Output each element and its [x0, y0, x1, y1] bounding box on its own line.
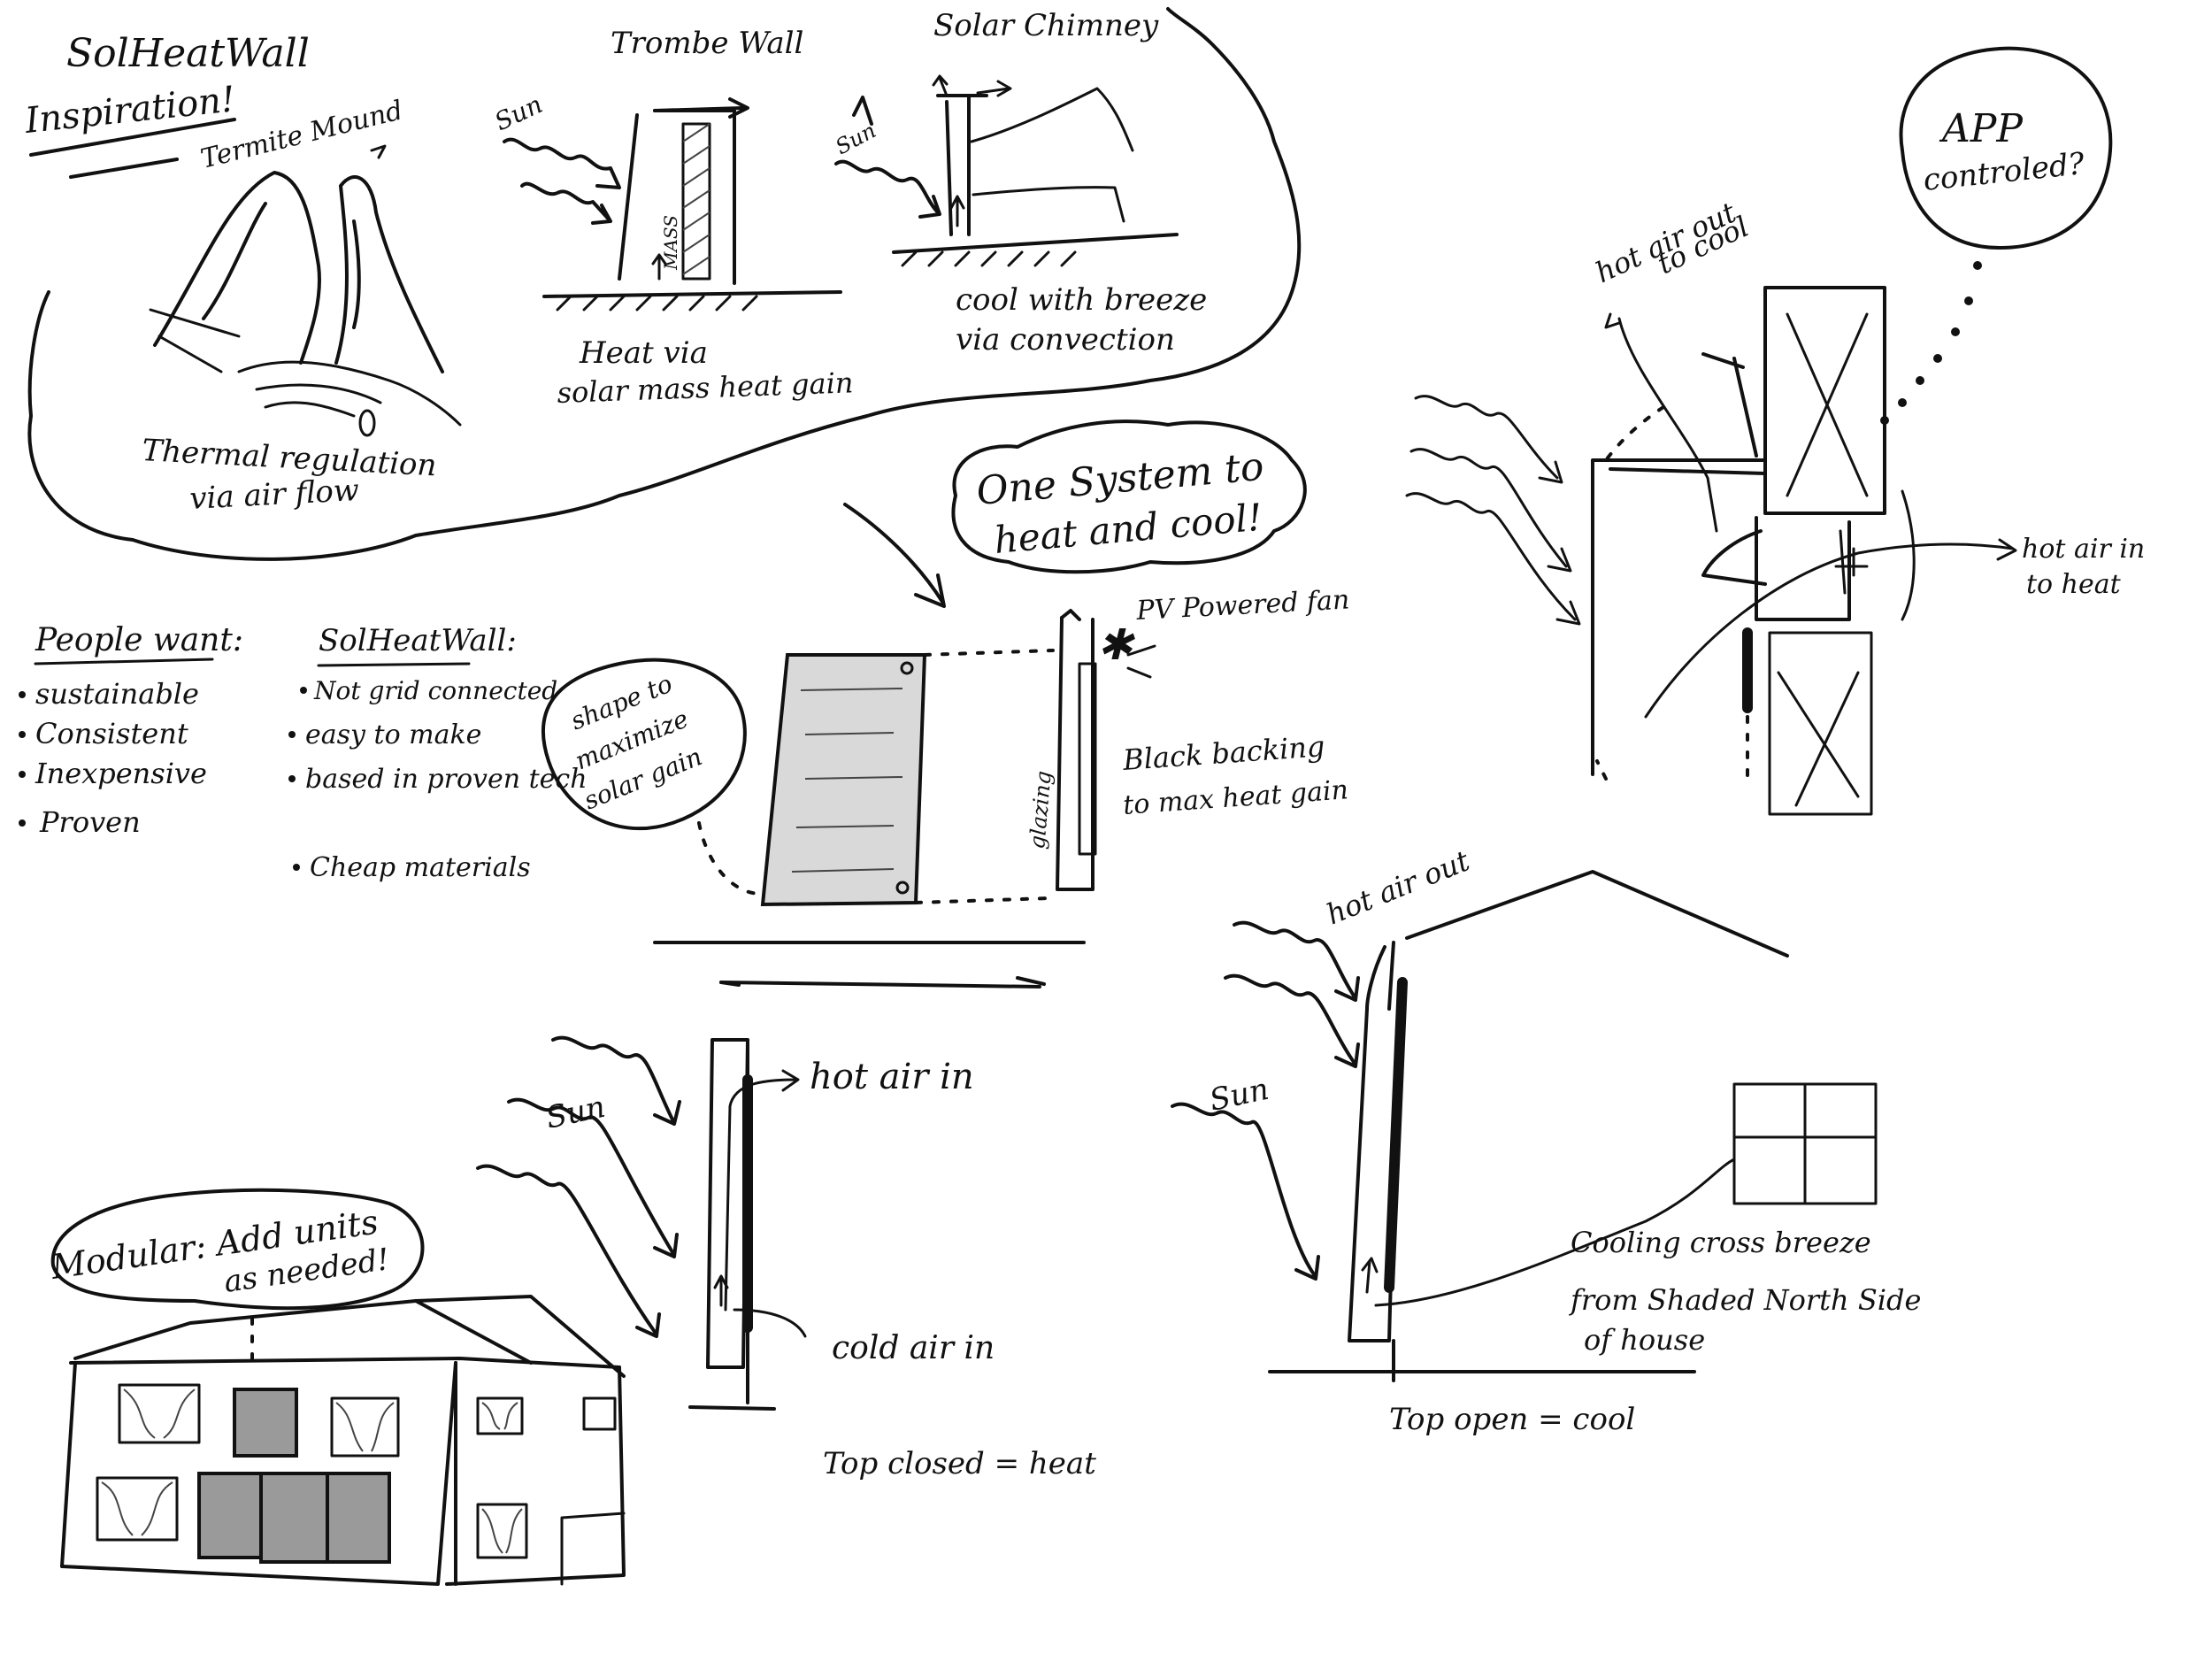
solar-chimney-title: Solar Chimney	[933, 8, 1159, 43]
inspiration-underline-2	[69, 158, 179, 179]
cool-mode-sketch	[1171, 870, 1878, 1382]
bullet	[19, 691, 26, 698]
house-sketch	[60, 1295, 626, 1586]
cross-breeze-line1: Cooling cross breeze	[1571, 1226, 1871, 1259]
cross-breeze-line2: from Shaded North Side	[1569, 1283, 1921, 1317]
hot-air-in-label: hot air in	[810, 1057, 974, 1097]
chimney-cool-line2: via convection	[956, 322, 1175, 358]
one-system-arrow	[843, 503, 946, 608]
house-window	[96, 1476, 179, 1542]
bullet	[19, 731, 26, 738]
solar-chimney-sketch	[834, 74, 1179, 267]
house-window	[476, 1503, 528, 1559]
one-system-bubble	[951, 419, 1307, 574]
app-line2: controled?	[1922, 146, 2087, 198]
people-want-underline	[34, 658, 214, 665]
inspiration-underline	[29, 118, 236, 157]
trombe-wall-title: Trombe Wall	[611, 26, 803, 61]
house-window	[582, 1396, 617, 1431]
trombe-wall-sketch	[503, 97, 842, 312]
app-dots	[1880, 261, 1982, 425]
trombe-sun-label: Sun	[490, 89, 547, 136]
people-want-list: People want: sustainable Consistent Inex…	[19, 622, 243, 839]
app-line1: APP	[1939, 106, 2024, 151]
app-bubble	[1899, 46, 2113, 250]
trombe-heat-line2: solar mass heat gain	[557, 365, 854, 410]
cool-sun-label: Sun	[1207, 1072, 1272, 1119]
fan-icon: ✱	[1097, 620, 1135, 670]
solheatwall-unit	[197, 1472, 263, 1559]
wall-vent-detail-sketch	[1405, 286, 2017, 816]
black-backing-line2: to max heat gain	[1122, 774, 1349, 821]
trombe-heat-line1: Heat via	[579, 335, 708, 371]
people-want-item: Proven	[39, 805, 141, 839]
heat-mode-sketch	[476, 976, 1046, 1411]
solheatwall-unit	[233, 1388, 298, 1458]
black-backing-line1: Black backing	[1121, 729, 1326, 777]
inspiration-text: Inspiration!	[22, 79, 237, 142]
bullet	[293, 864, 300, 871]
bullet	[288, 775, 296, 782]
solheatwall-feature: Not grid connected	[313, 676, 557, 705]
cross-breeze-line3: of house	[1584, 1323, 1705, 1357]
title-text: SolHeatWall	[66, 31, 310, 76]
modular-bubble	[50, 1188, 425, 1311]
people-want-item: sustainable	[35, 677, 199, 711]
heat-sun-label: Sun	[543, 1089, 609, 1136]
hot-air-out-label: hot air out	[1322, 843, 1474, 931]
top-open-label: Top open = cool	[1389, 1402, 1635, 1437]
house-window	[476, 1396, 524, 1435]
glazing-label: glazing	[1025, 770, 1056, 850]
solheatwall-feature-list: SolHeatWall: Not grid connected easy to …	[288, 623, 588, 883]
inspiration-cloud-left	[27, 290, 50, 418]
solheatwall-feature: based in proven tech	[305, 764, 588, 795]
solheatwall-unit	[326, 1472, 391, 1564]
bullet	[19, 819, 26, 827]
solheatwall-underline	[317, 662, 471, 667]
solheatwall-unit	[259, 1472, 329, 1564]
cold-air-in-label: cold air in	[832, 1330, 995, 1366]
inspiration-cloud-outline	[27, 7, 1302, 561]
panel-front-view	[653, 649, 1086, 944]
chimney-cool-line1: cool with breeze	[956, 282, 1207, 318]
bullet	[288, 731, 296, 738]
solheatwall-feature: easy to make	[305, 719, 481, 750]
bullet	[19, 771, 26, 778]
thermal-regulation-line2: via air flow	[188, 473, 359, 517]
people-want-item: Consistent	[35, 717, 188, 750]
panel-side-view: ✱	[1056, 609, 1156, 891]
solheatwall-list-title: SolHeatWall:	[319, 623, 517, 658]
shape-bubble	[541, 658, 747, 831]
heat-roof-line	[719, 981, 1041, 989]
solheatwall-feature: Cheap materials	[310, 852, 531, 883]
pv-fan-label: PV Powered fan	[1135, 584, 1351, 627]
house-window	[330, 1396, 400, 1458]
hot-air-in-heat-line2: to heat	[2026, 569, 2122, 600]
bullet	[300, 687, 307, 694]
people-want-title: People want:	[35, 622, 243, 658]
trombe-mass-label: MASS	[660, 215, 681, 271]
house-window	[118, 1383, 201, 1444]
people-want-item: Inexpensive	[35, 757, 207, 790]
top-closed-label: Top closed = heat	[823, 1446, 1096, 1481]
hot-air-in-heat-line1: hot air in	[2022, 534, 2145, 565]
cool-roof-line	[1405, 870, 1789, 958]
shape-pointer	[697, 821, 763, 896]
termite-mound-sketch	[149, 144, 462, 437]
